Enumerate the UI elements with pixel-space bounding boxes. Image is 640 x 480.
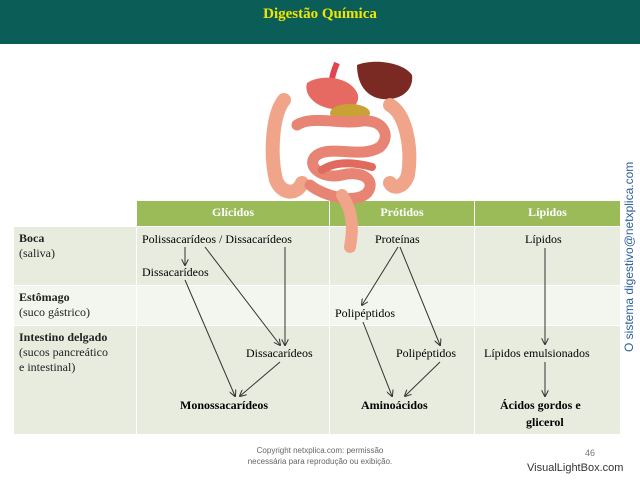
label-monossacarideos: Monossacarídeos [180,398,268,412]
cell-stomach-glicidos [136,285,330,326]
label-acidos-gordos: Ácidos gordos e [500,398,581,412]
organ-sub-intestine-1: (sucos pancreático [19,345,108,359]
label-polipeptidos-2: Polipéptidos [396,346,457,360]
column-header-lipidos: Lípidos [474,200,621,227]
liver-shape [357,61,413,100]
label-polissacarideos: Polissacarídeos / Dissacarídeos [142,232,292,246]
organ-name-mouth: Boca [19,231,45,245]
cell-intestine-protidos [329,325,475,435]
copyright-notice: Copyright netxplica.com: permissão neces… [200,445,440,467]
row-label-stomach: Estômago (suco gástrico) [13,285,137,326]
label-lipidos-emulsionados: Lípidos emulsionados [484,346,590,360]
cell-mouth-lipidos [474,226,621,286]
corner-blank [13,200,137,227]
cell-intestine-glicidos [136,325,330,435]
column-header-glicidos: Glícidos [136,200,330,227]
cell-stomach-lipidos [474,285,621,326]
label-dissacarideos-1: Dissacarídeos [142,265,209,279]
row-label-mouth: Boca (saliva) [13,226,137,286]
page-title: Digestão Química [263,6,377,22]
label-proteinas: Proteínas [375,232,420,246]
small-intestine-shape [291,114,391,204]
label-polipeptidos-1: Polipéptidos [335,306,396,320]
intestine-loop-shape [318,159,376,174]
stomach-shape [306,77,359,110]
rectum-shape [336,189,358,253]
organ-sub-intestine-2: e intestinal) [19,360,76,374]
descending-colon-shape [383,98,417,194]
label-glicerol: glicerol [526,415,564,429]
label-lipidos: Lípidos [525,232,562,246]
copyright-line-1: Copyright netxplica.com: permissão [256,446,384,455]
organ-sub-stomach: (suco gástrico) [19,305,90,319]
ascending-colon-shape [265,93,309,199]
header-bar: Digestão Química [0,0,640,44]
row-label-intestine: Intestino delgado (sucos pancreático e i… [13,325,137,435]
label-dissacarideos-2: Dissacarídeos [246,346,313,360]
organ-sub-mouth: (saliva) [19,246,55,260]
label-aminoacidos: Aminoácidos [361,398,428,412]
copyright-line-2: necessária para reprodução ou exibição. [247,457,393,466]
page-number: 46 [585,448,596,458]
organ-name-stomach: Estômago [19,290,70,304]
organ-name-intestine: Intestino delgado [19,330,108,344]
watermark: VisualLightBox.com [527,462,624,474]
side-credit: O sistema digestivo@netxplica.com [622,161,636,352]
digestive-system-illustration [265,61,417,253]
